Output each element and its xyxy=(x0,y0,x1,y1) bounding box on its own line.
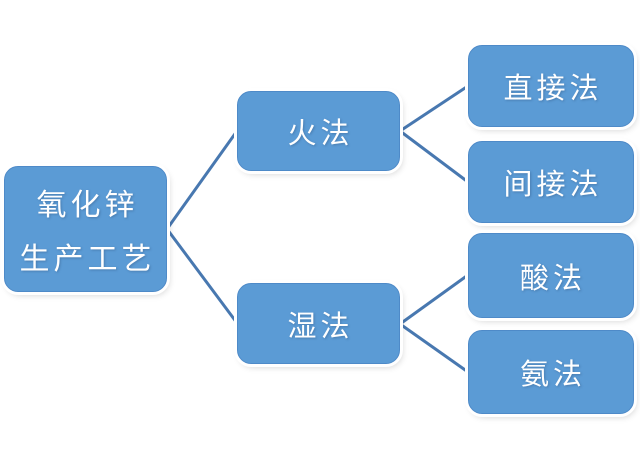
connector-wet-ammonia xyxy=(399,322,469,374)
node-wet-method: 湿法 xyxy=(237,283,400,364)
node-direct-method: 直接法 xyxy=(468,45,634,127)
connector-wet-acid xyxy=(399,273,469,326)
node-direct-label: 直接法 xyxy=(503,73,603,105)
connector-root-wet xyxy=(165,228,239,324)
node-indirect-method: 间接法 xyxy=(468,141,634,223)
node-root-label-line1: 氧化锌 xyxy=(36,189,139,222)
node-root-zinc-oxide-process: 氧化锌 生产工艺 xyxy=(4,166,167,292)
node-indirect-label: 间接法 xyxy=(503,169,603,201)
node-acid-label: 酸法 xyxy=(519,262,586,295)
node-root-label-line2: 生产工艺 xyxy=(19,243,156,276)
node-wet-label: 湿法 xyxy=(287,310,354,343)
node-ammonia-method: 氨法 xyxy=(468,330,634,414)
node-ammonia-label: 氨法 xyxy=(519,359,586,391)
node-fire-label: 火法 xyxy=(287,118,354,150)
connector-fire-indirect xyxy=(399,129,469,184)
connector-root-fire xyxy=(165,130,239,230)
node-acid-method: 酸法 xyxy=(468,233,634,318)
connector-fire-direct xyxy=(399,84,469,133)
node-fire-method: 火法 xyxy=(237,91,400,171)
